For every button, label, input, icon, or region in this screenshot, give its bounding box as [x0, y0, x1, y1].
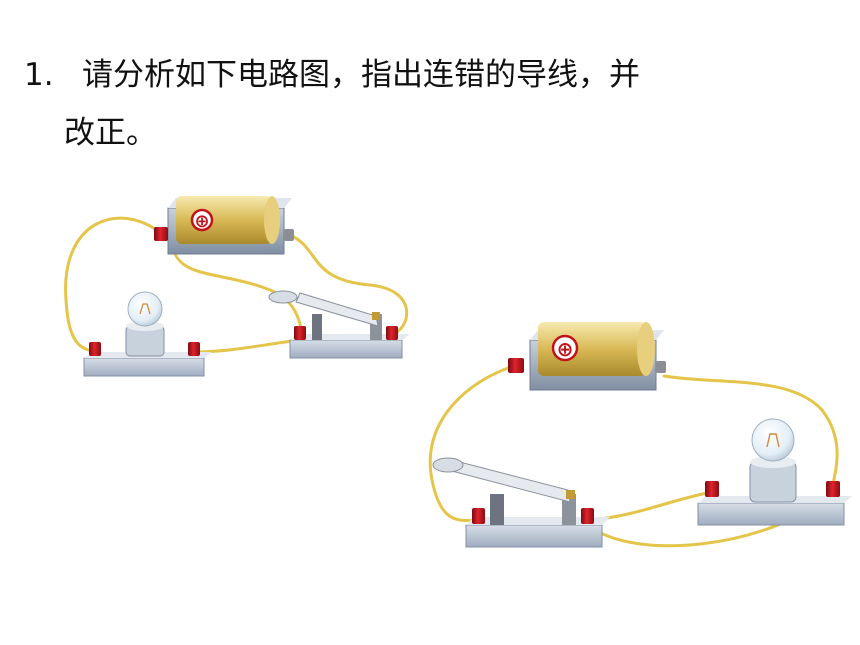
question-line-1: 请分析如下电路图，指出连错的导线，并: [82, 57, 640, 93]
bulb-base: [83, 357, 205, 377]
switch-base: [289, 339, 403, 359]
battery-positive-marker: [551, 334, 579, 362]
switch-2: [432, 457, 610, 548]
switch-lever: [295, 292, 379, 327]
bulb-2: [697, 418, 852, 526]
battery-plus-sign: ⊕: [194, 211, 209, 232]
battery-2: ⊕: [508, 322, 666, 391]
question-line-2: 改正。: [64, 115, 157, 151]
switch-lever: [447, 459, 571, 503]
wire-switch-to-bulb: [590, 490, 714, 522]
battery-negative-terminal: [284, 229, 294, 241]
question-text: 1. 请分析如下电路图，指出连错的导线，并 改正。: [24, 46, 824, 162]
bulb-base: [697, 502, 845, 526]
bulb-right-terminal: [188, 342, 200, 356]
wire-bulb-to-switch: [192, 338, 302, 354]
switch-left-terminal: [472, 508, 485, 524]
wire-battery-to-switch-left: [428, 364, 516, 522]
switch-handle: [268, 290, 298, 304]
wire-battery-to-switch-left: [170, 240, 304, 336]
wire-battery-to-bulb-left: [64, 216, 164, 353]
switch-handle: [432, 457, 464, 473]
bulb-left-terminal: [89, 342, 101, 356]
battery-positive-terminal: [154, 227, 168, 241]
switch-base: [465, 524, 603, 548]
bulb-right-terminal: [826, 481, 840, 497]
wire-battery-to-switch-right: [290, 234, 409, 336]
circuit-2: ⊕: [428, 322, 852, 548]
question-number: 1.: [24, 57, 54, 93]
battery-cell: [176, 196, 272, 244]
battery-positive-terminal: [508, 358, 524, 373]
switch-1: [268, 290, 410, 359]
battery-positive-marker: [190, 208, 214, 232]
wire-battery-to-bulb-right: [662, 374, 839, 490]
battery-plus-sign: ⊕: [557, 337, 574, 361]
bulb-left-terminal: [705, 481, 719, 497]
battery-1: ⊕: [154, 196, 294, 255]
bulb-1: [83, 291, 212, 377]
bulb-glass: [127, 291, 163, 327]
switch-left-terminal: [294, 326, 306, 340]
battery-negative-terminal: [656, 361, 666, 373]
switch-right-terminal: [581, 508, 594, 524]
bulb-glass: [751, 418, 795, 462]
circuit-1: ⊕: [64, 196, 410, 377]
circuit-1-wires: [64, 216, 409, 354]
switch-right-terminal: [386, 326, 398, 340]
